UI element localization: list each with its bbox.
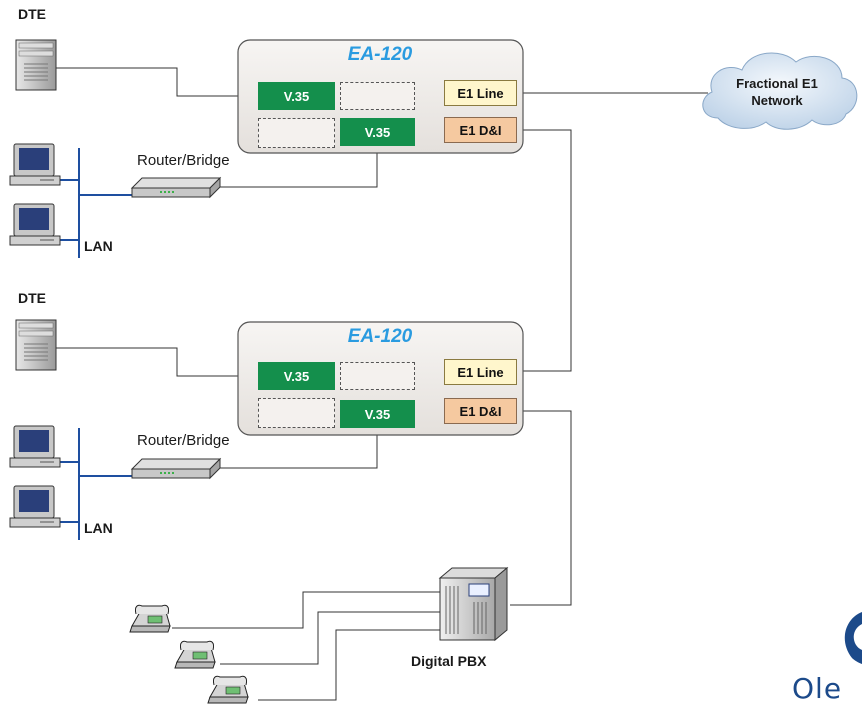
lan-label: LAN bbox=[84, 238, 113, 254]
lan-label: LAN bbox=[84, 520, 113, 536]
empty-slot bbox=[340, 362, 415, 390]
e1-di-port: E1 D&I bbox=[444, 398, 517, 424]
router-icon bbox=[131, 458, 221, 479]
computer-icon bbox=[9, 203, 61, 246]
logo-icon bbox=[844, 612, 862, 664]
dte-link-bottom bbox=[56, 347, 258, 377]
computer-icon bbox=[9, 485, 61, 528]
logo-text: Ole bbox=[792, 672, 843, 705]
phone-icon bbox=[174, 640, 216, 669]
phone-link-1 bbox=[172, 591, 440, 629]
dte-link-top bbox=[56, 67, 258, 97]
network-label: Fractional E1 Network bbox=[712, 75, 842, 109]
computer-icon bbox=[9, 143, 61, 186]
server-icon bbox=[15, 39, 57, 91]
unit-title: EA-120 bbox=[347, 326, 413, 347]
phone-icon bbox=[129, 604, 171, 633]
router-link-bottom bbox=[218, 428, 378, 469]
pbx-link bbox=[510, 410, 572, 606]
phone-link-2 bbox=[220, 611, 440, 665]
dte-label: DTE bbox=[18, 290, 46, 306]
v35-port: V.35 bbox=[258, 82, 335, 110]
empty-slot bbox=[340, 82, 415, 110]
empty-slot bbox=[258, 118, 335, 148]
e1-di-to-e1-line-link bbox=[517, 129, 572, 372]
dte-label: DTE bbox=[18, 6, 46, 22]
computer-icon bbox=[9, 425, 61, 468]
pbx-label: Digital PBX bbox=[411, 653, 487, 669]
router-link-top bbox=[218, 146, 378, 188]
v35-port: V.35 bbox=[340, 118, 415, 146]
v35-port: V.35 bbox=[340, 400, 415, 428]
network-label-line1: Fractional E1 bbox=[736, 76, 818, 91]
empty-slot bbox=[258, 398, 335, 428]
v35-port: V.35 bbox=[258, 362, 335, 390]
e1-line-port: E1 Line bbox=[444, 80, 517, 106]
router-bridge-label: Router/Bridge bbox=[137, 152, 230, 169]
router-bridge-label: Router/Bridge bbox=[137, 432, 230, 449]
phone-link-3 bbox=[258, 629, 440, 701]
unit-title: EA-120 bbox=[347, 44, 413, 65]
server-icon bbox=[15, 319, 57, 371]
phone-icon bbox=[207, 675, 249, 704]
network-label-line2: Network bbox=[751, 93, 803, 108]
cloud-icon bbox=[702, 52, 858, 130]
pbx-icon bbox=[438, 566, 509, 642]
e1-line-port: E1 Line bbox=[444, 359, 517, 385]
e1-di-port: E1 D&I bbox=[444, 117, 517, 143]
router-icon bbox=[131, 177, 221, 198]
